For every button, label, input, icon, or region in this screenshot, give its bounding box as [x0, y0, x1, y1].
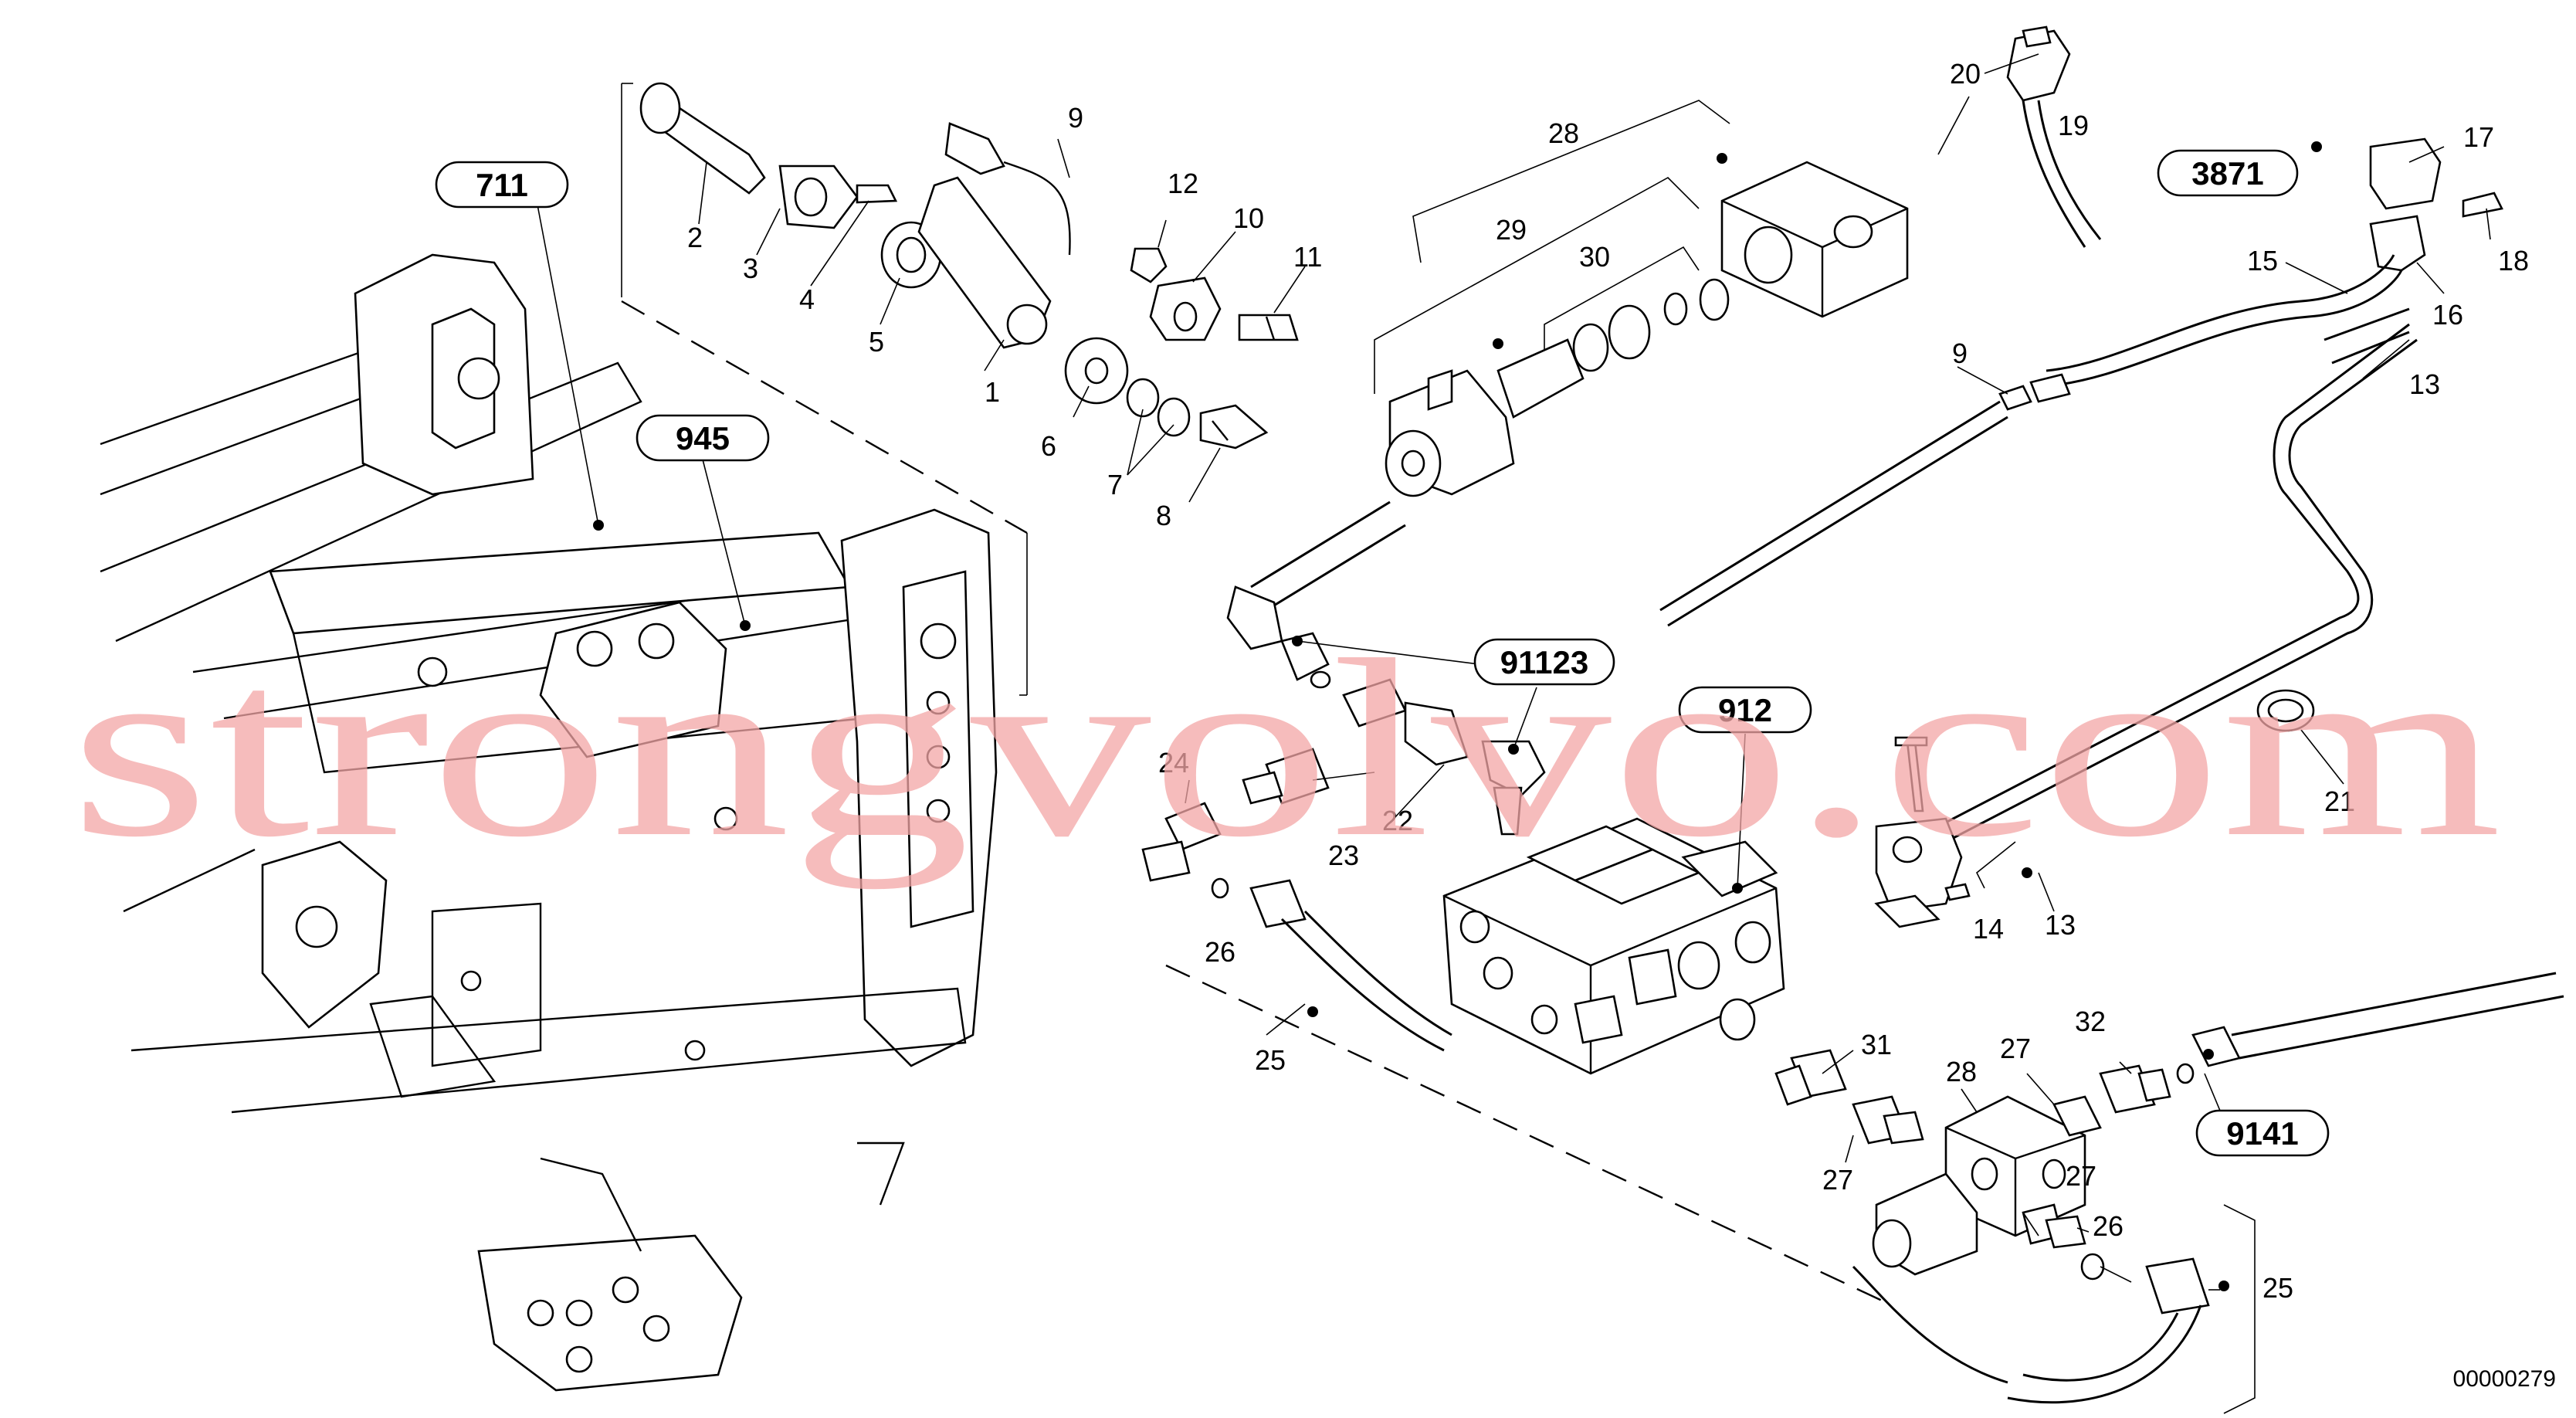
reference-callout-3871: 3871: [2157, 141, 2322, 197]
label-27-bottom: 27: [2066, 1160, 2096, 1192]
label-23: 23: [1328, 840, 1359, 871]
solenoid-valve-assembly: [1374, 100, 1909, 497]
label-26-right: 26: [2093, 1210, 2124, 1242]
reference-callout-9141: 9141: [2195, 1049, 2330, 1157]
label-13-top: 13: [2409, 368, 2440, 400]
reference-callout-91123: 91123: [1292, 636, 1615, 755]
label-4: 4: [799, 283, 815, 315]
wiring-harness: [1659, 25, 2503, 928]
label-21: 21: [2324, 785, 2355, 817]
callout-912-label: 912: [1718, 692, 1772, 728]
label-30: 30: [1579, 241, 1610, 273]
label-25-right: 25: [2262, 1272, 2293, 1304]
label-5: 5: [869, 326, 884, 358]
hose-fittings: [1141, 500, 1546, 1052]
leader-lines: [698, 53, 2491, 1291]
label-28-bottom: 28: [1946, 1056, 1977, 1087]
pivot-parts: [621, 82, 1299, 696]
label-3: 3: [743, 253, 758, 284]
label-27-right: 27: [2000, 1033, 2031, 1064]
dot-markers: [1307, 153, 2229, 1291]
label-26-left: 26: [1205, 936, 1235, 968]
callout-91123-label: 91123: [1500, 644, 1588, 680]
label-25-left: 25: [1255, 1044, 1286, 1076]
callout-711-label: 711: [476, 167, 528, 203]
label-14: 14: [1973, 913, 2004, 945]
label-1: 1: [985, 376, 1000, 408]
lower-valve-block: [1774, 972, 2564, 1414]
label-28-top: 28: [1548, 117, 1579, 149]
label-9-top: 9: [1068, 102, 1083, 134]
label-7: 7: [1107, 469, 1123, 500]
label-31: 31: [1861, 1029, 1892, 1060]
label-17: 17: [2463, 121, 2494, 153]
callout-9141-label: 9141: [2226, 1115, 2298, 1152]
label-27-left: 27: [1822, 1164, 1853, 1196]
document-id: 00000279: [2453, 1366, 2556, 1392]
callout-3871-label: 3871: [2191, 155, 2263, 192]
label-11: 11: [1293, 241, 1322, 273]
reference-callout-912: 912: [1678, 686, 1812, 894]
label-18: 18: [2498, 245, 2529, 276]
watermark-text: strongvolvo.com: [69, 608, 2502, 890]
label-13-bottom: 13: [2045, 909, 2076, 941]
loader-frame: [100, 253, 998, 1392]
reference-callout-711: 711: [435, 161, 604, 531]
reference-callout-945: 945: [636, 414, 770, 631]
label-22: 22: [1382, 805, 1413, 836]
label-2: 2: [687, 222, 703, 253]
label-8: 8: [1156, 500, 1171, 531]
label-32: 32: [2075, 1006, 2106, 1037]
label-24: 24: [1158, 747, 1189, 779]
group-boundary-valve: [1165, 964, 1893, 1307]
label-6: 6: [1041, 430, 1056, 462]
label-19: 19: [2058, 110, 2089, 141]
label-12: 12: [1168, 168, 1198, 199]
label-9-wire: 9: [1952, 338, 1968, 369]
label-20: 20: [1950, 58, 1981, 90]
label-10: 10: [1233, 202, 1264, 234]
label-16: 16: [2432, 299, 2463, 331]
control-valve-912: [1442, 817, 1785, 1075]
label-29: 29: [1496, 214, 1527, 246]
callout-945-label: 945: [676, 420, 730, 456]
label-15: 15: [2247, 245, 2278, 276]
part-number-labels: 1 2 3 4 5 6 7 8 9 9 10 11 12 13 13 14 15…: [687, 58, 2529, 1304]
